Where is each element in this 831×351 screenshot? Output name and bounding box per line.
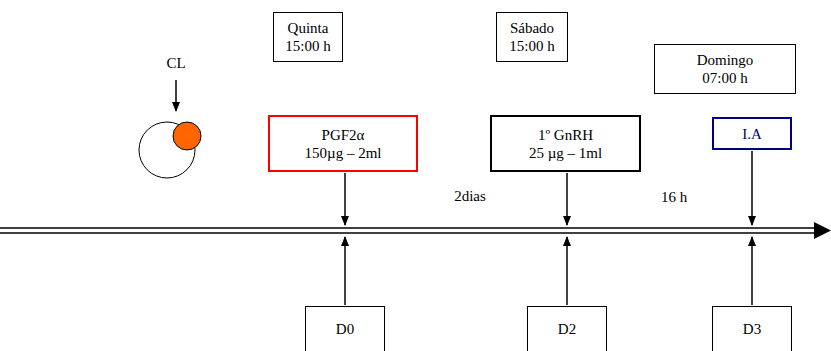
box-text: 07:00 h (702, 69, 747, 87)
timeline-arrowhead (814, 222, 831, 239)
box-text: Quinta (288, 19, 329, 37)
box-text: 15:00 h (285, 37, 330, 55)
insemination-box: I.A (712, 117, 792, 150)
box-text: Sábado (510, 19, 554, 37)
corpus-luteum (173, 122, 201, 150)
interval-label: 16 h (661, 188, 687, 206)
day-box: D2 (527, 306, 607, 351)
box-text: Domingo (697, 51, 754, 69)
day-box: D0 (305, 306, 385, 351)
hormone-box: PGF2α150µg – 2ml (268, 115, 418, 172)
day-arrow (566, 237, 568, 305)
event-arrow (566, 173, 568, 225)
box-text: D0 (336, 320, 354, 338)
timeline-line (0, 232, 818, 234)
event-arrow (344, 173, 346, 225)
day-arrow (344, 237, 346, 305)
event-arrow (751, 151, 753, 225)
pointer-arrow (175, 80, 177, 111)
box-text: 25 µg – 1ml (529, 144, 602, 162)
box-text: 1º GnRH (538, 126, 593, 144)
box-text: 15:00 h (509, 37, 554, 55)
hormone-box: 1º GnRH25 µg – 1ml (490, 115, 641, 172)
box-text: 150µg – 2ml (305, 144, 382, 162)
box-text: I.A (742, 125, 762, 143)
box-text: PGF2α (322, 126, 365, 144)
structure-label: CL (166, 54, 185, 72)
box-text: D2 (558, 320, 576, 338)
day-arrow (751, 237, 753, 305)
day-time-box: Quinta15:00 h (273, 12, 343, 62)
box-text: D3 (743, 320, 761, 338)
day-time-box: Domingo07:00 h (654, 44, 796, 94)
day-box: D3 (712, 306, 792, 351)
day-time-box: Sábado15:00 h (496, 12, 568, 62)
timeline-line (0, 227, 818, 229)
interval-label: 2dias (454, 187, 486, 205)
